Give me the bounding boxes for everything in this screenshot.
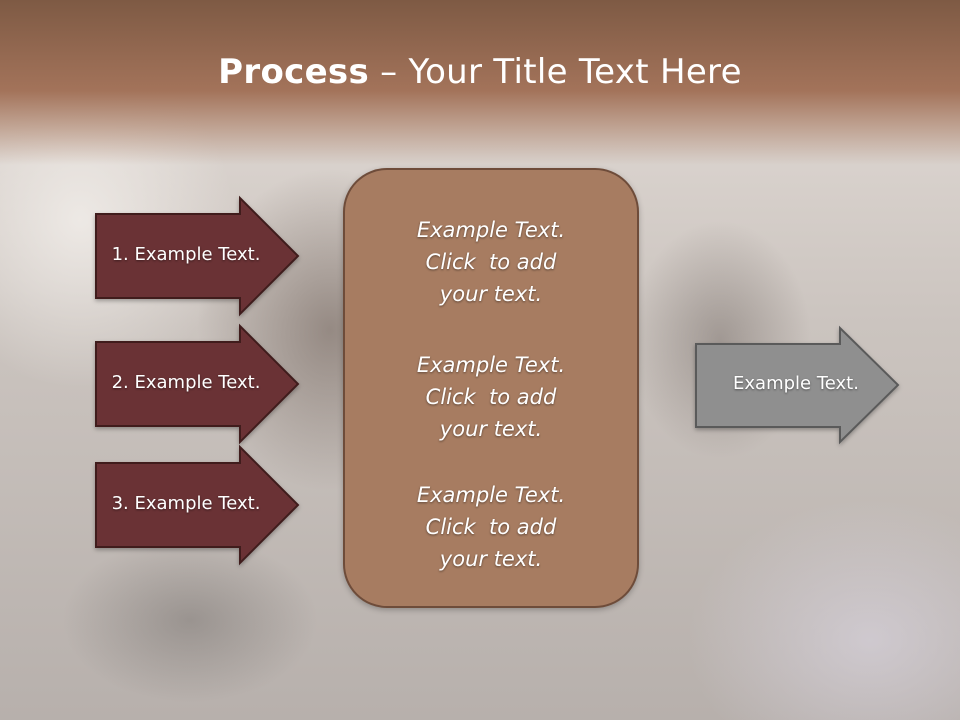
center-block-2-line-2: Click to add	[425, 385, 557, 409]
left-arrow-3-label: 3. Example Text.	[111, 493, 261, 514]
center-block-3-line-3: your text.	[439, 547, 543, 571]
center-block-2-line-3: your text.	[439, 417, 543, 441]
left-arrow-2-label: 2. Example Text.	[111, 372, 261, 393]
background-shadow	[20, 520, 360, 720]
center-block-1-line-2: Click to add	[425, 250, 557, 274]
right-arrow[interactable]	[695, 325, 900, 445]
right-arrow-label: Example Text.	[733, 373, 859, 394]
center-text-block-2[interactable]: Example Text. Click to add your text.	[345, 349, 637, 445]
title-rest: – Your Title Text Here	[369, 52, 742, 92]
center-block-2-line-1: Example Text.	[416, 353, 566, 377]
center-block-3-line-2: Click to add	[425, 515, 557, 539]
center-block-1-line-1: Example Text.	[416, 218, 566, 242]
title-bold: Process	[218, 52, 370, 92]
slide-title: Process – Your Title Text Here	[0, 52, 960, 92]
left-arrow-1[interactable]	[95, 195, 300, 317]
center-text-block-1[interactable]: Example Text. Click to add your text.	[345, 214, 637, 310]
center-text-box[interactable]: Example Text. Click to add your text. Ex…	[343, 168, 639, 608]
center-text-block-3[interactable]: Example Text. Click to add your text.	[345, 479, 637, 575]
center-block-3-line-1: Example Text.	[416, 483, 566, 507]
center-block-1-line-3: your text.	[439, 282, 543, 306]
left-arrow-2[interactable]	[95, 323, 300, 445]
left-arrow-3[interactable]	[95, 444, 300, 566]
title-band	[0, 0, 960, 165]
left-arrow-1-label: 1. Example Text.	[111, 244, 261, 265]
